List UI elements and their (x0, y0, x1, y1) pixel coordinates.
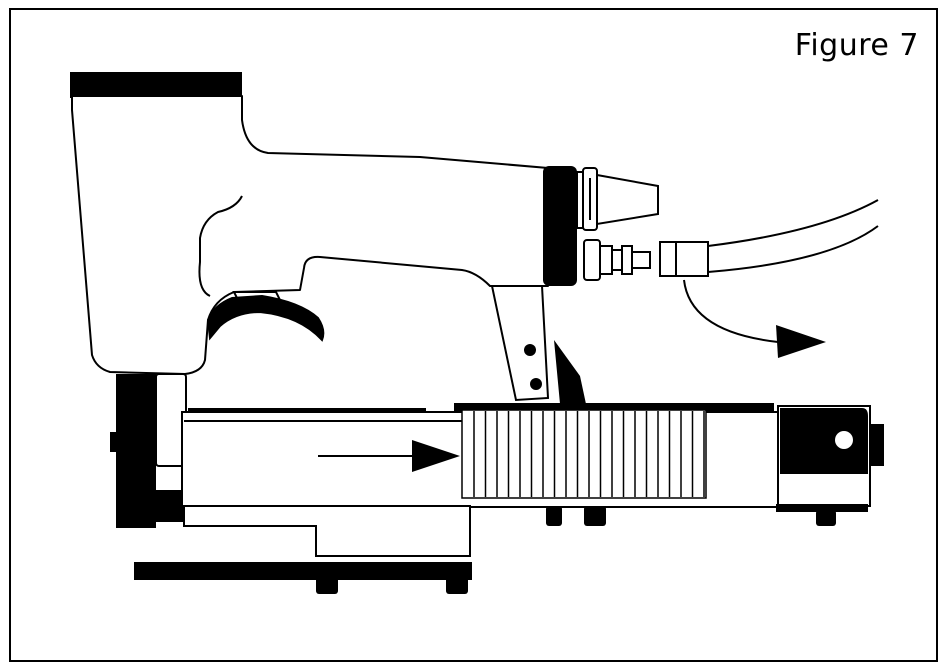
air-fitting-icon (583, 239, 651, 281)
figure-title: Figure 7 (794, 28, 919, 63)
bracket-bolt-top (524, 344, 536, 356)
housing (71, 95, 549, 375)
air-hose (659, 199, 879, 277)
arrow-right-icon (318, 440, 460, 472)
head-cap (70, 72, 242, 98)
tool-body (70, 72, 549, 375)
exhaust-fitting (576, 167, 659, 231)
pusher-block (776, 405, 884, 526)
support-bracket (490, 285, 586, 404)
nose-assembly (110, 373, 187, 528)
arrow-right-icon (683, 279, 826, 358)
bracket-bolt-bottom (530, 378, 542, 390)
magazine-feet (546, 506, 606, 526)
staple-strip (461, 409, 707, 499)
base-plate (134, 505, 472, 594)
end-cap-band (543, 166, 577, 286)
trigger (206, 291, 325, 342)
magazine-guide (454, 403, 774, 413)
